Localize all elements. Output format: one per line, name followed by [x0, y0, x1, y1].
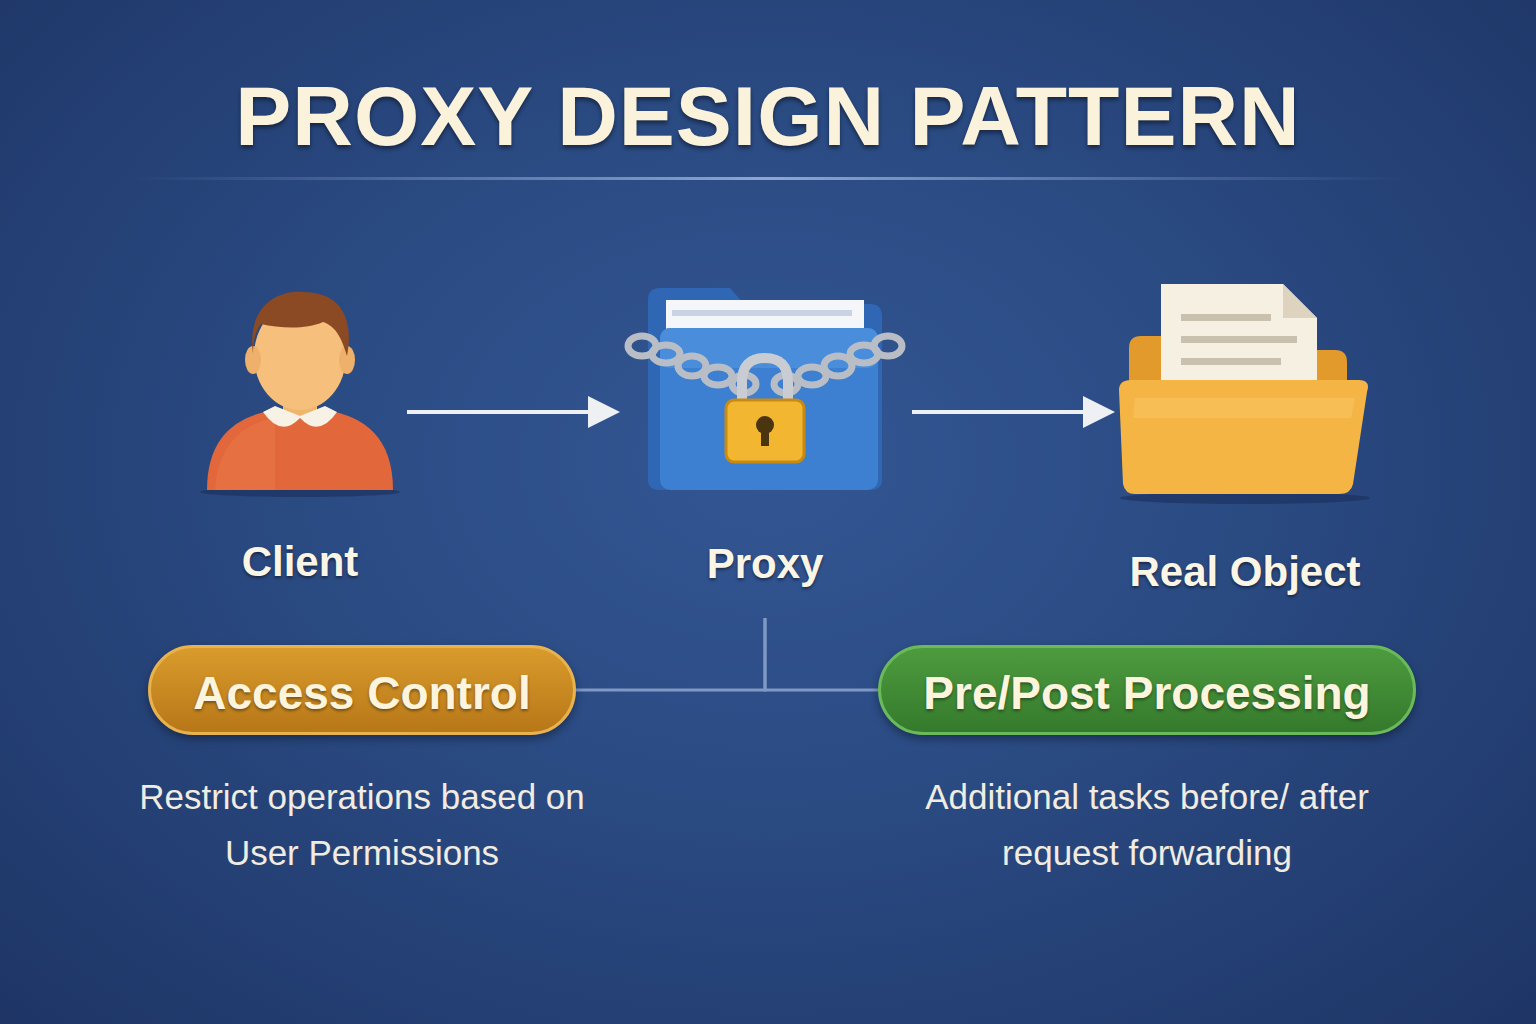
- title-rule: [130, 177, 1406, 180]
- flow-arrow: [407, 410, 612, 414]
- category-pill: Access Control: [148, 645, 575, 735]
- real-object-node: Real Object: [1110, 278, 1380, 596]
- title: PROXY DESIGN PATTERN: [0, 68, 1536, 165]
- node-label: Proxy: [615, 540, 915, 588]
- branch-line: [576, 618, 765, 690]
- node-label: Real Object: [1110, 548, 1380, 596]
- branch-line: [765, 618, 878, 690]
- processing-node: Pre/Post ProcessingAdditional tasks befo…: [878, 645, 1415, 881]
- proxy-node: Proxy: [615, 270, 915, 588]
- category-pill: Pre/Post Processing: [878, 645, 1415, 735]
- flow-arrow: [912, 410, 1107, 414]
- access-control-node: Access ControlRestrict operations based …: [127, 645, 597, 881]
- description-text: Restrict operations based on User Permis…: [127, 769, 597, 881]
- locked-folder-icon: [620, 270, 910, 500]
- open-folder-icon: [1115, 278, 1375, 508]
- person-icon: [195, 278, 405, 498]
- node-label: Client: [195, 538, 405, 586]
- client-node: Client: [195, 278, 405, 586]
- description-text: Additional tasks before/ after request f…: [878, 769, 1415, 881]
